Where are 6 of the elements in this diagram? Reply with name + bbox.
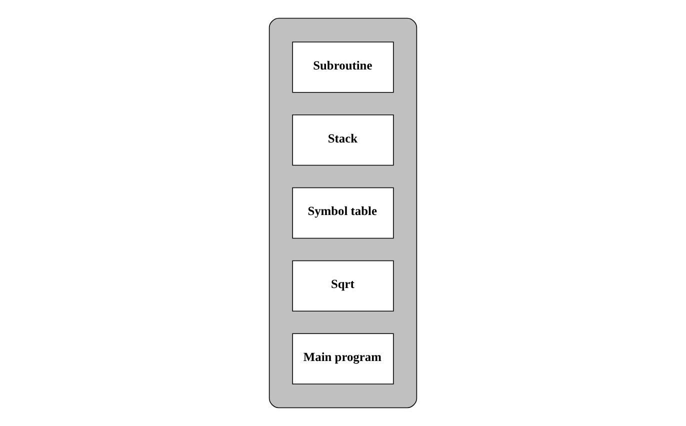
node-box: Sqrt [292, 260, 394, 312]
node-box: Symbol table [292, 187, 394, 239]
node-box: Main program [292, 333, 394, 384]
node-box: Subroutine [292, 42, 394, 93]
cluster [268, 18, 418, 408]
node-box: Stack [292, 114, 394, 166]
